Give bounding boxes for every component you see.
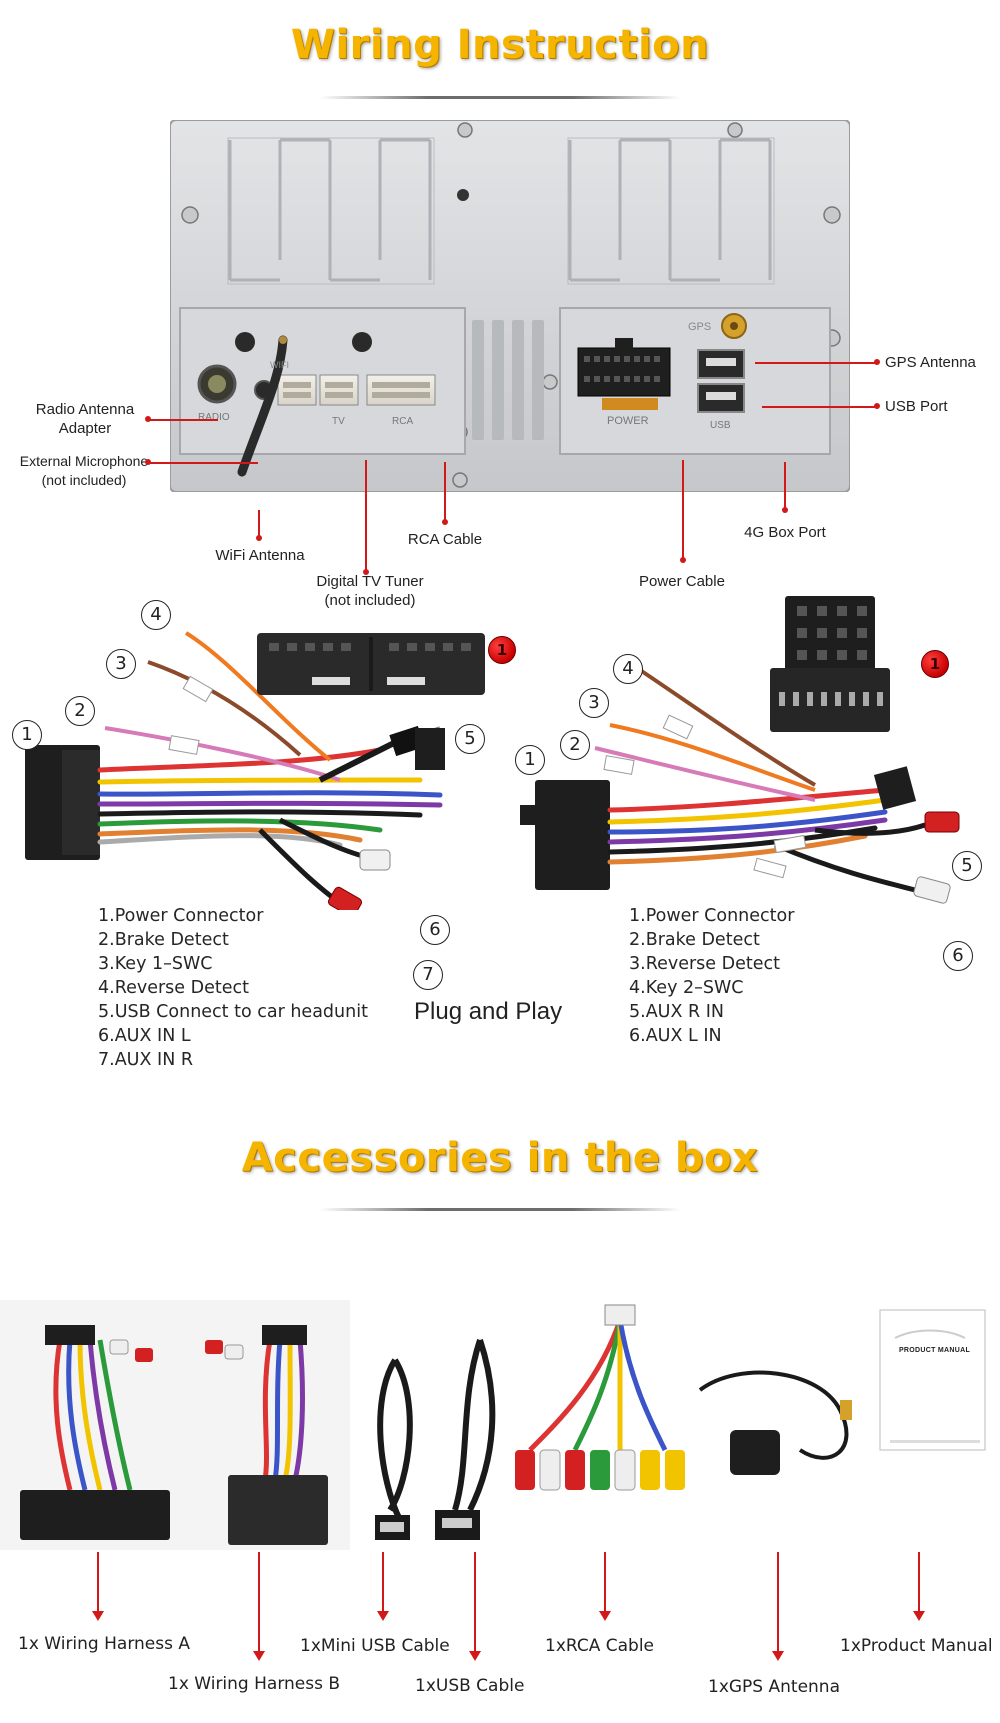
accessory-harness-b-label: 1x Wiring Harness B bbox=[168, 1674, 341, 1694]
harness-b-item-6: 6.AUX L IN bbox=[629, 1026, 722, 1046]
harness-a-item-5: 5.USB Connect to car headunit bbox=[98, 1002, 368, 1022]
accessory-harness-a-label: 1x Wiring Harness A bbox=[18, 1634, 190, 1654]
harness-b-item-5: 5.AUX R IN bbox=[629, 1002, 725, 1022]
rca-cable-label: RCA Cable bbox=[407, 531, 483, 548]
wiring-instruction-heading: Wiring Instruction bbox=[290, 22, 710, 68]
harness-b-number-3: 3 bbox=[579, 688, 609, 718]
digital-tv-tuner-label-2: (not included) bbox=[324, 592, 416, 609]
power-cable-label: Power Cable bbox=[639, 573, 725, 590]
digital-tv-tuner-label: Digital TV Tuner bbox=[316, 573, 424, 590]
arrow-harness-a bbox=[92, 1552, 104, 1621]
panel-print-gps: GPS bbox=[688, 321, 712, 333]
accessories-photo-strip bbox=[0, 1300, 986, 1550]
arrow-rca bbox=[599, 1552, 611, 1621]
panel-print-wifi: WIFI bbox=[270, 360, 289, 370]
harness-b-number-2: 2 bbox=[560, 730, 590, 760]
manual-cover-title: PRODUCT MANUAL bbox=[898, 1347, 971, 1354]
plug-and-play-text: Plug and Play bbox=[414, 998, 563, 1025]
harness-b-connector-block bbox=[770, 596, 890, 732]
harness-a-number-4: 4 bbox=[141, 600, 171, 630]
harness-a-item-6: 6.AUX IN L bbox=[98, 1026, 191, 1046]
accessory-mini-usb-label: 1xMini USB Cable bbox=[300, 1636, 450, 1656]
harness-b-red-badge: 1 bbox=[921, 650, 949, 678]
arrow-usb bbox=[469, 1552, 481, 1661]
wifi-antenna-label: WiFi Antenna bbox=[215, 547, 305, 564]
panel-print-rca: RCA bbox=[392, 416, 414, 427]
harness-b-item-2: 2.Brake Detect bbox=[629, 930, 760, 950]
harness-a-number-3: 3 bbox=[106, 649, 136, 679]
harness-a-number-1: 1 bbox=[12, 720, 42, 750]
4g-box-port-label: 4G Box Port bbox=[744, 524, 826, 541]
harness-a-item-7: 7.AUX IN R bbox=[98, 1050, 194, 1070]
accessory-usb-label: 1xUSB Cable bbox=[415, 1676, 525, 1696]
harness-a-number-2: 2 bbox=[65, 696, 95, 726]
panel-print-power: POWER bbox=[607, 415, 649, 427]
harness-a-item-2: 2.Brake Detect bbox=[98, 930, 229, 950]
harness-b-number-6: 6 bbox=[943, 941, 973, 971]
harness-b-item-4: 4.Key 2–SWC bbox=[629, 978, 744, 998]
gps-antenna-label: GPS Antenna bbox=[885, 354, 976, 371]
panel-print-radio: RADIO bbox=[198, 412, 230, 423]
harness-b-number-5: 5 bbox=[952, 851, 982, 881]
harness-a-item-3: 3.Key 1–SWC bbox=[98, 954, 213, 974]
harness-a-item-1: 1.Power Connector bbox=[98, 906, 264, 926]
external-microphone-label: External Microphone bbox=[19, 453, 149, 469]
harness-a-connector-block bbox=[257, 633, 485, 695]
harness-a-number-6: 6 bbox=[420, 915, 450, 945]
head-unit-drawing bbox=[170, 120, 850, 492]
harness-b-item-1: 1.Power Connector bbox=[629, 906, 795, 926]
accessory-gps-label: 1xGPS Antenna bbox=[708, 1677, 840, 1697]
harness-a-number-7: 7 bbox=[413, 960, 443, 990]
radio-antenna-label-2: Adapter bbox=[58, 420, 112, 437]
radio-antenna-label: Radio Antenna bbox=[35, 401, 135, 418]
accessory-rca-label: 1xRCA Cable bbox=[545, 1636, 655, 1656]
panel-print-tv: TV bbox=[332, 416, 345, 427]
harness-b-number-1: 1 bbox=[515, 745, 545, 775]
accessory-manual-label: 1xProduct Manual bbox=[840, 1636, 993, 1656]
harness-a-red-badge: 1 bbox=[488, 636, 516, 664]
harness-a-number-5: 5 bbox=[455, 724, 485, 754]
wiring-harness-a-drawing bbox=[25, 631, 445, 910]
harness-b-legend: 1.Power Connector 2.Brake Detect 3.Rever… bbox=[629, 904, 794, 1048]
harness-a-legend: 1.Power Connector 2.Brake Detect 3.Key 1… bbox=[98, 904, 368, 1072]
harness-a-item-4: 4.Reverse Detect bbox=[98, 978, 249, 998]
harness-b-number-4: 4 bbox=[613, 654, 643, 684]
harness-b-item-3: 3.Reverse Detect bbox=[629, 954, 780, 974]
accessories-heading: Accessories in the box bbox=[241, 1135, 759, 1181]
arrow-harness-b bbox=[253, 1552, 265, 1661]
panel-print-usb: USB bbox=[710, 420, 731, 431]
usb-port-label: USB Port bbox=[885, 398, 948, 415]
arrow-manual bbox=[913, 1552, 925, 1621]
accessories-heading-divider bbox=[320, 1208, 680, 1211]
external-microphone-label-2: (not included) bbox=[41, 472, 127, 488]
heading-divider bbox=[320, 96, 680, 99]
arrow-gps bbox=[772, 1552, 784, 1661]
wiring-harness-b-drawing bbox=[520, 668, 960, 904]
arrow-mini-usb bbox=[377, 1552, 389, 1621]
head-unit-back-panel: RADIO WIFI TV RCA POWER GPS USB bbox=[170, 120, 850, 492]
